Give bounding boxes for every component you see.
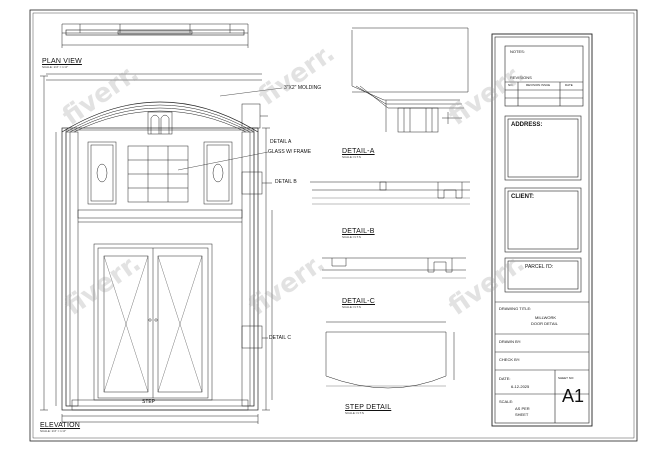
- step-detail-title: STEP DETAIL: [345, 404, 392, 411]
- detail-a-title: DETAIL-A: [342, 148, 375, 155]
- drawn-by-label: DRAWN BY:: [499, 339, 522, 344]
- detail-a-scale: SCALE: N.T.S: [342, 155, 361, 159]
- date-value: 6-12-2025: [511, 384, 530, 389]
- detail-c-drawing: [325, 321, 455, 389]
- drawing-title-line1: MILLWORK: [535, 315, 557, 320]
- detail-b-title: DETAIL-B: [342, 228, 375, 235]
- detail-a-drawing: [310, 181, 470, 205]
- elevation-scale: SCALE: 1/4" = 1'-0": [40, 429, 67, 433]
- detail-b-callout: DETAIL B: [275, 179, 297, 185]
- detail-b-drawing: [322, 257, 466, 279]
- plan-view-scale: SCALE: 1/4" = 1'-0": [42, 65, 69, 69]
- step-callout: STEP: [142, 399, 156, 405]
- plan-view-drawing: [61, 23, 249, 48]
- client-label: CLIENT:: [511, 194, 534, 200]
- scale-label: SCALE:: [499, 399, 514, 404]
- plan-view-title: PLAN VIEW: [42, 58, 82, 65]
- elevation-drawing: [40, 73, 283, 424]
- rev-header-no: NO.: [508, 83, 514, 87]
- detail-c-title: DETAIL-C: [342, 298, 375, 305]
- top-detail-drawing: [351, 27, 469, 133]
- scale-value-line2: SHEET: [515, 412, 529, 417]
- revisions-label: REVISIONS: [510, 75, 532, 80]
- notes-label: NOTES:: [510, 49, 525, 54]
- molding-callout: 3"X2" MOLDING: [284, 85, 322, 91]
- detail-c-scale: SCALE: N.T.S: [342, 305, 361, 309]
- sheet-no-label: SHEET NO:: [558, 376, 575, 380]
- elevation-title: ELEVATION: [40, 422, 81, 429]
- check-by-label: CHECK BY:: [499, 357, 521, 362]
- address-label: ADDRESS:: [511, 122, 543, 128]
- sheet-number: A1: [562, 386, 585, 406]
- drawing-title-label: DRAWING TITLE:: [499, 306, 532, 311]
- step-detail-scale: SCALE: N.T.S: [345, 411, 364, 415]
- scale-value-line1: AS PER: [515, 406, 530, 411]
- detail-b-scale: SCALE: N.T.S: [342, 235, 361, 239]
- detail-c-callout: DETAIL C: [269, 335, 291, 341]
- rev-header-date: DATE: [565, 83, 573, 87]
- rev-header-issue: REVISION ISSUE: [526, 83, 551, 87]
- date-label: DATE:: [499, 376, 511, 381]
- glass-callout: GLASS W/ FRAME: [268, 149, 312, 155]
- parcel-label: PARCEL I'D:: [525, 264, 554, 270]
- title-block: [491, 33, 593, 427]
- detail-a-callout: DETAIL A: [270, 139, 292, 145]
- drawing-title-line2: DOOR DETAIL: [531, 321, 558, 326]
